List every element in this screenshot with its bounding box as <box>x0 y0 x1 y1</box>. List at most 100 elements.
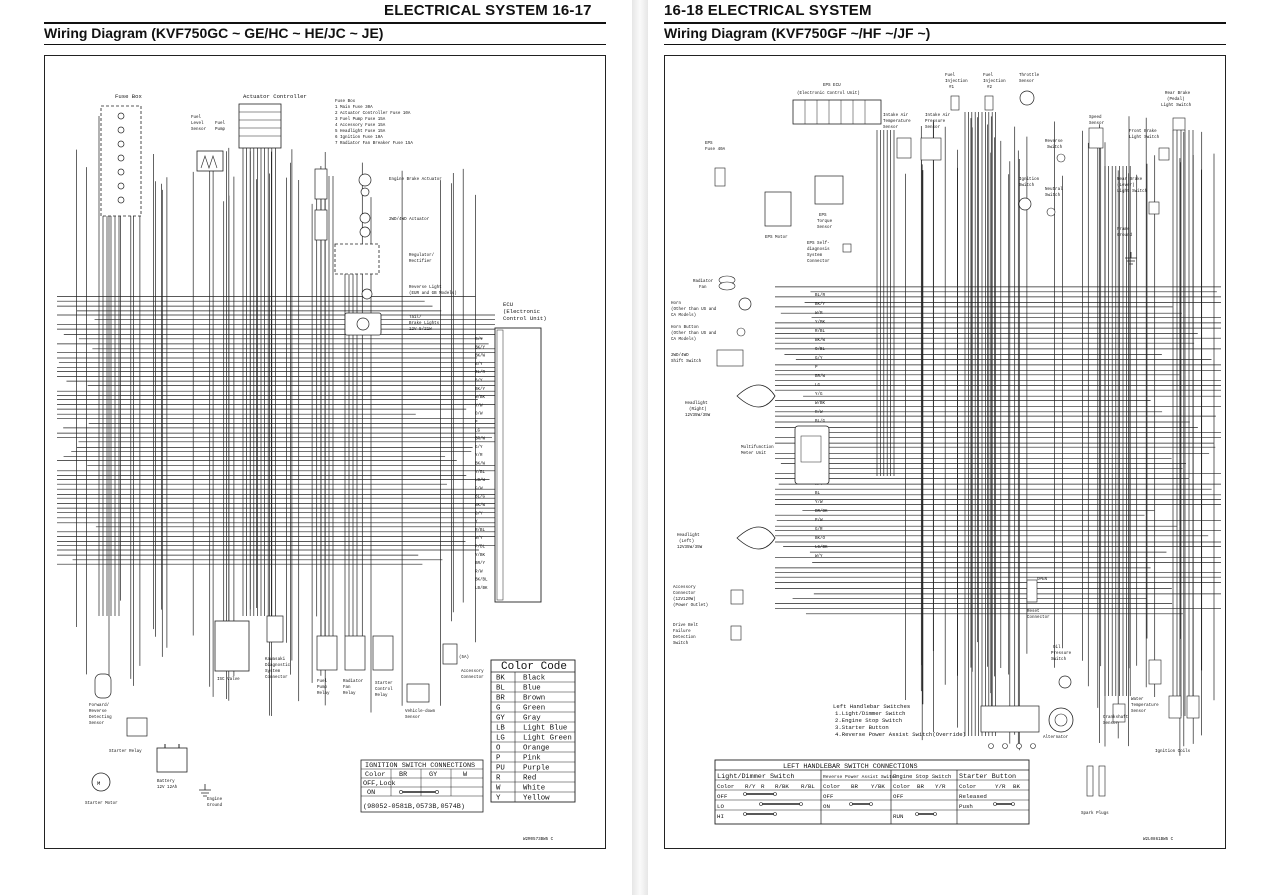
svg-text:Sensor: Sensor <box>405 716 421 720</box>
svg-text:Connector: Connector <box>807 260 830 264</box>
connection-node <box>743 792 747 796</box>
svg-text:2WD/4WD Actuator: 2WD/4WD Actuator <box>389 217 430 222</box>
header-rule <box>664 22 1226 24</box>
svg-text:12V35W/35W: 12V35W/35W <box>685 413 711 418</box>
wire-tag: G/R <box>815 527 823 532</box>
wire-tag: BK/W <box>815 338 826 343</box>
starter-control-relay: Starter Control Relay <box>372 635 394 698</box>
svg-text:Engine: Engine <box>207 797 223 802</box>
spark-plugs: Spark Plugs <box>1081 765 1109 816</box>
wire-tag: LG/BK <box>815 545 828 550</box>
lhs-cell: Color <box>893 783 910 790</box>
lhs-cell: BR <box>917 783 924 790</box>
svg-text:Engine Stop Switch: Engine Stop Switch <box>893 774 951 780</box>
frame-ground: Frame Ground <box>1117 228 1137 265</box>
wire-tag: O/BL <box>815 347 826 352</box>
wire-tag: BL <box>815 492 821 496</box>
throttle-sensor: Throttle Sensor <box>1019 73 1040 106</box>
lhs-cell: R/Y <box>745 783 756 790</box>
color-abbrev: LB <box>496 725 505 733</box>
svg-text:BR: BR <box>399 771 407 779</box>
svg-text:Fuel: Fuel <box>215 121 226 126</box>
color-name: Yellow <box>523 795 550 803</box>
fuse-box: Fuse Box <box>100 93 142 217</box>
svg-text:EPS: EPS <box>819 214 827 218</box>
svg-text:Sensor: Sensor <box>1131 710 1147 714</box>
fuel-pump-assembly: Fuel Level Sensor Fuel Pump <box>191 115 226 172</box>
neutral-switch: Neutral Switch <box>1045 187 1063 217</box>
wire-bundle <box>57 296 495 565</box>
svg-text:Reverse: Reverse <box>1045 140 1063 144</box>
fuel-pump-relay: Fuel Pump Relay <box>316 635 338 696</box>
svg-text:Shift Switch: Shift Switch <box>671 359 702 364</box>
svg-text:Fuel: Fuel <box>983 73 994 78</box>
svg-text:Sensor: Sensor <box>925 126 941 130</box>
svg-text:Engine Brake Actuator: Engine Brake Actuator <box>389 177 442 182</box>
color-name: Black <box>523 675 546 683</box>
lhs-cell: Push <box>959 803 973 810</box>
svg-text:W: W <box>463 771 468 779</box>
svg-text:Ignition: Ignition <box>1019 177 1040 182</box>
lhs-table-title: LEFT HANDLEBAR SWITCH CONNECTIONS <box>783 763 918 771</box>
svg-text:Spark Plugs: Spark Plugs <box>1081 811 1109 816</box>
speed-sensor: Speed Sensor <box>1088 115 1105 149</box>
svg-text:12V 12Ah: 12V 12Ah <box>157 785 178 790</box>
color-name: Blue <box>523 685 541 693</box>
wire-runs <box>876 112 1215 756</box>
svg-text:Diagnostic: Diagnostic <box>265 663 291 668</box>
svg-text:CA Models): CA Models) <box>671 313 696 318</box>
figure-code: W2R0573BW5 C <box>523 838 554 842</box>
connection-node <box>799 802 803 806</box>
svg-text:Switch: Switch <box>673 641 689 646</box>
svg-text:Starter Motor: Starter Motor <box>85 802 118 806</box>
svg-text:System: System <box>265 670 281 674</box>
wire-tag: P/BL <box>475 545 486 550</box>
svg-text:Meter Unit: Meter Unit <box>741 451 767 456</box>
figure-code: W2L0861BW5 C <box>1143 838 1174 842</box>
lhs-cell: OFF <box>717 793 728 800</box>
starter-motor: M Starter Motor <box>85 772 118 806</box>
actuator-controller-label: Actuator Controller <box>243 93 307 100</box>
svg-text:Pump: Pump <box>215 128 226 132</box>
svg-text:12V35W/35W: 12V35W/35W <box>677 545 703 550</box>
connection-node <box>869 802 873 806</box>
color-name: Light Blue <box>523 725 567 733</box>
svg-text:Sensor: Sensor <box>89 722 105 726</box>
handlebar-switch-block <box>980 705 1040 749</box>
svg-text:Failure: Failure <box>673 629 691 634</box>
left-handlebar-switch-table: LEFT HANDLEBAR SWITCH CONNECTIONS Light/… <box>714 759 1030 825</box>
svg-text:Control: Control <box>375 687 393 692</box>
wire-tag: R/BL <box>815 329 826 334</box>
wire-tag: O/W <box>475 412 483 417</box>
svg-text:#2: #2 <box>987 86 993 90</box>
horn-button: Horn Button (Other than US and CA Models… <box>671 326 746 342</box>
connection-node <box>743 812 747 816</box>
svg-text:Sensor: Sensor <box>191 128 207 132</box>
svg-text:Pump: Pump <box>317 686 328 690</box>
wire-tag: P <box>815 366 818 370</box>
svg-text:Detecting: Detecting <box>89 715 112 720</box>
svg-text:Headlight: Headlight <box>677 533 700 538</box>
svg-text:(Other than US and: (Other than US and <box>671 307 717 312</box>
svg-text:Relay: Relay <box>343 691 356 696</box>
subtitle-rule <box>44 44 606 45</box>
connection-node <box>759 802 763 806</box>
svg-text:EPS Self-: EPS Self- <box>807 241 830 246</box>
svg-text:6 Ignition Fuse 10A: 6 Ignition Fuse 10A <box>335 135 383 140</box>
diagram-subtitle: Wiring Diagram (KVF750GF ~/HF ~/JF ~) <box>664 25 931 41</box>
svg-text:(Right): (Right) <box>689 407 707 412</box>
front-brake-switch: Front Brake Light Switch <box>1129 129 1170 161</box>
svg-text:4.Reverse Power Assist Switch(: 4.Reverse Power Assist Switch(Override) <box>835 731 966 738</box>
forward-reverse-sensor: Forward/ Reverse Detecting Sensor <box>89 673 112 726</box>
svg-text:ECU: ECU <box>503 301 513 308</box>
color-name: Red <box>523 775 536 783</box>
svg-text:System: System <box>807 254 823 258</box>
lhs-cell: R/BL <box>801 783 815 790</box>
wire-tag: Y/G <box>815 392 823 397</box>
accessory-connector: Accessory Connector (5A) <box>442 643 484 680</box>
fuse-list: Fuse Box 1 Main Fuse 30A 2 Actuator Cont… <box>335 100 413 146</box>
vehicle-down-sensor: Vehicle-down Sensor <box>405 683 436 720</box>
color-abbrev: P <box>496 755 501 763</box>
crankshaft-sensor: Crankshaft Sensor <box>1103 703 1129 726</box>
